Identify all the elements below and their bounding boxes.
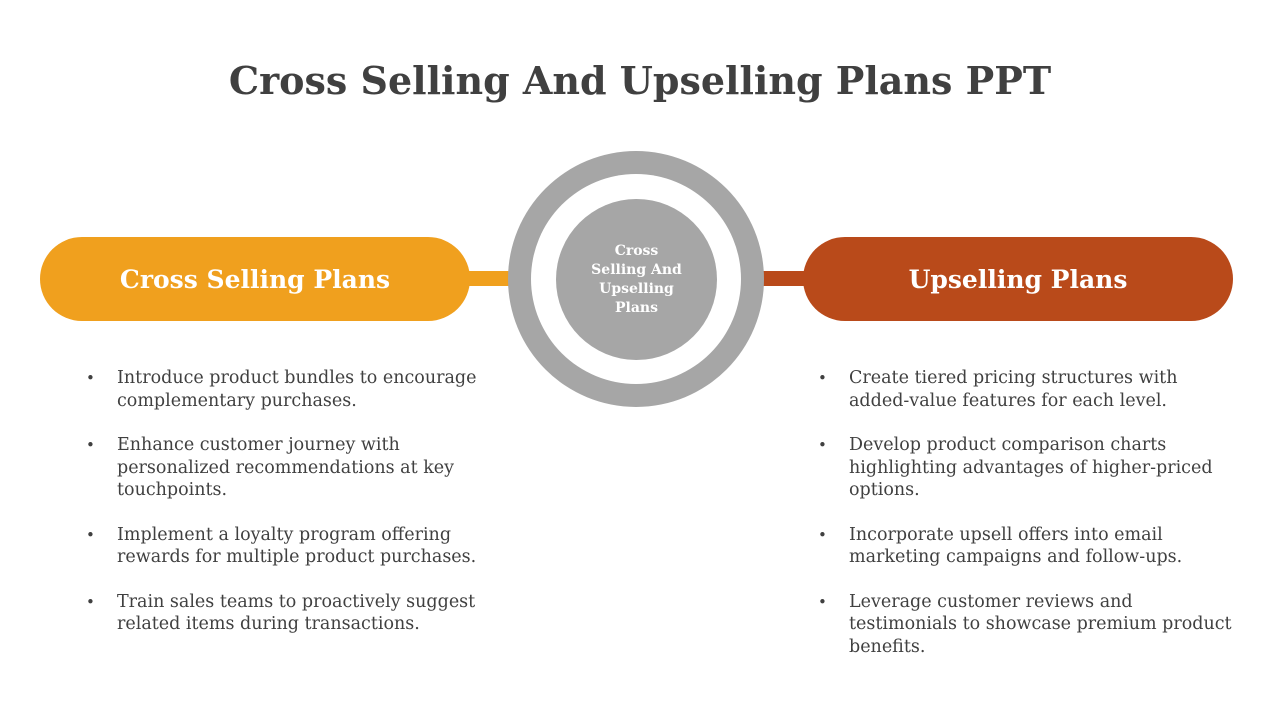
- list-item: • Develop product comparison charts highl…: [816, 434, 1236, 502]
- list-item: • Implement a loyalty program offering re…: [84, 524, 484, 569]
- center-hub-circle: Cross Selling And Upselling Plans: [556, 199, 717, 360]
- cross-selling-heading-pill: Cross Selling Plans: [40, 237, 470, 321]
- list-item-text: Incorporate upsell offers into email mar…: [849, 524, 1183, 568]
- bullet-icon: •: [86, 369, 95, 387]
- upselling-list: • Create tiered pricing structures with a…: [816, 367, 1236, 680]
- right-connector-bar: [760, 271, 808, 286]
- left-connector-bar: [466, 271, 514, 286]
- upselling-heading-pill: Upselling Plans: [803, 237, 1233, 321]
- list-item-text: Develop product comparison charts highli…: [849, 435, 1213, 500]
- list-item-text: Leverage customer reviews and testimonia…: [849, 591, 1232, 657]
- list-item-text: Enhance customer journey with personaliz…: [117, 435, 455, 500]
- list-item-text: Train sales teams to proactively suggest…: [117, 591, 476, 635]
- list-item-text: Implement a loyalty program offering rew…: [117, 524, 477, 568]
- upselling-heading: Upselling Plans: [908, 264, 1128, 294]
- bullet-icon: •: [86, 525, 95, 544]
- list-item-text: Introduce product bundles to encourage c…: [117, 368, 477, 411]
- list-item: • Incorporate upsell offers into email ma…: [816, 524, 1236, 569]
- list-item: • Enhance customer journey with personali…: [84, 434, 484, 502]
- slide-title: Cross Selling And Upselling Plans PPT: [228, 58, 1052, 103]
- bullet-icon: •: [818, 436, 827, 454]
- list-item: • Leverage customer reviews and testimoni…: [816, 591, 1236, 659]
- cross-selling-heading: Cross Selling Plans: [119, 264, 391, 294]
- list-item: • Introduce product bundles to encourage …: [84, 367, 484, 412]
- bullet-icon: •: [818, 369, 827, 387]
- list-item: • Train sales teams to proactively sugges…: [84, 591, 484, 636]
- bullet-icon: •: [86, 592, 95, 611]
- list-item: • Create tiered pricing structures with a…: [816, 367, 1236, 412]
- cross-selling-list: • Introduce product bundles to encourage …: [84, 367, 484, 658]
- bullet-icon: •: [86, 436, 95, 454]
- bullet-icon: •: [818, 525, 827, 544]
- center-hub-label: Cross Selling And Upselling Plans: [591, 242, 682, 316]
- bullet-icon: •: [818, 592, 827, 611]
- list-item-text: Create tiered pricing structures with ad…: [849, 368, 1178, 411]
